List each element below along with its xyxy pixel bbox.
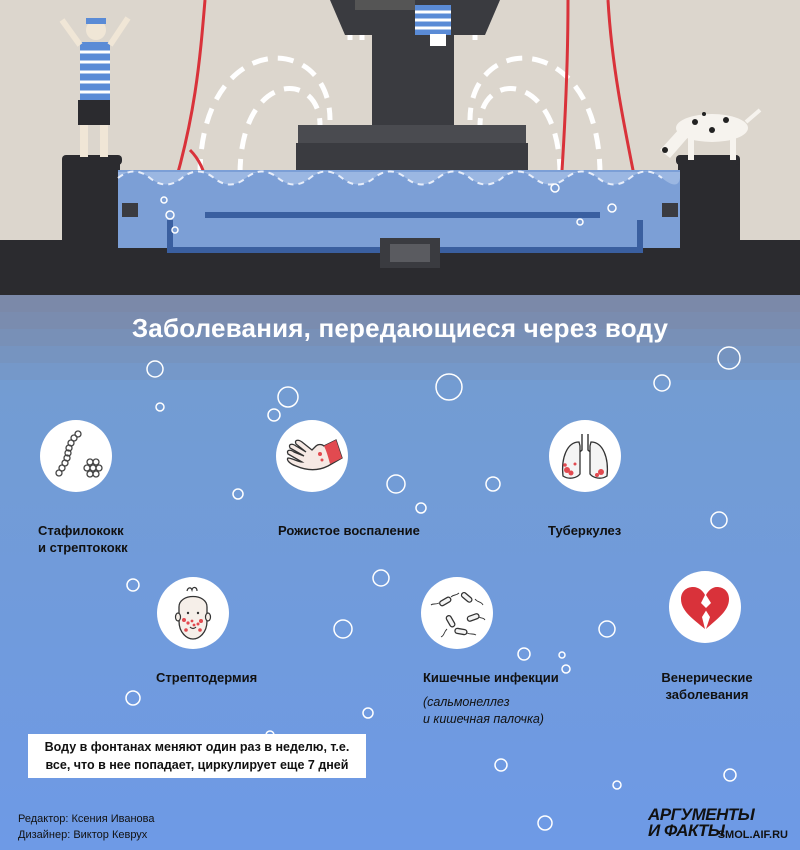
- editor-credit: Редактор: Ксения Иванова: [18, 813, 155, 825]
- band-5: [0, 363, 800, 380]
- disease-note: (сальмонеллез и кишечная палочка): [423, 694, 544, 728]
- disease-name: Стрептодермия: [156, 670, 258, 685]
- water-fact-box: Воду в фонтанах меняют один раз в неделю…: [28, 734, 366, 778]
- broken-heart-icon: [681, 587, 729, 629]
- band-1: [0, 295, 800, 312]
- dalmatian-dog-icon: [660, 108, 762, 160]
- band-4: [0, 346, 800, 363]
- disease-name: Венерические заболевания: [661, 670, 753, 702]
- lungs-icon: [561, 434, 609, 479]
- child-on-fountain-icon: [415, 5, 451, 46]
- disease-name: Стафилококк и стрептококк: [38, 523, 128, 555]
- band-3: [0, 329, 800, 346]
- disease-label: Венерические заболевания: [660, 669, 754, 703]
- disease-name: Рожистое воспаление: [278, 523, 420, 538]
- disease-name: Туберкулез: [548, 523, 622, 538]
- designer-credit: Дизайнер: Виктор Кеврух: [18, 829, 148, 841]
- water-fact-text: Воду в фонтанах меняют один раз в неделю…: [44, 740, 350, 772]
- intestinal-bacteria-icon: [430, 591, 486, 638]
- disease-label: Стрептодермия: [156, 669, 257, 686]
- logo-url[interactable]: SMOL.AIF.RU: [717, 829, 788, 841]
- credits: Редактор: Ксения Иванова Дизайнер: Викто…: [18, 811, 155, 843]
- disease-note-text: (сальмонеллез и кишечная палочка): [423, 695, 544, 726]
- band-2: [0, 312, 800, 329]
- fountain-illustration: [0, 0, 800, 300]
- page-title: Заболевания, передающиеся через воду: [131, 313, 669, 343]
- bacteria-chain-icon: [55, 430, 103, 478]
- disease-label: Туберкулез: [548, 522, 621, 539]
- disease-name: Кишечные инфекции: [423, 670, 559, 685]
- inflamed-hand-icon: [286, 439, 343, 471]
- aif-logo[interactable]: АРГУМЕНТЫ И ФАКТЫ SMOL.AIF.RU: [640, 805, 792, 843]
- logo-brand: АРГУМЕНТЫ И ФАКТЫ: [648, 805, 755, 840]
- disease-icon-card: [276, 420, 348, 492]
- disease-label: Кишечные инфекции: [423, 669, 559, 686]
- boy-swimmer-icon: [59, 16, 131, 157]
- disease-icon-card: [669, 571, 741, 643]
- disease-icon-card: [549, 420, 621, 492]
- disease-icon-card: [40, 420, 112, 492]
- disease-label: Рожистое воспаление: [278, 522, 420, 539]
- bubbles-decoration: [125, 346, 741, 831]
- disease-label: Стафилококк и стрептококк: [38, 522, 128, 556]
- disease-icon-card: [157, 577, 229, 649]
- rash-face-icon: [174, 586, 212, 640]
- disease-icon-card: [421, 577, 493, 649]
- pool-water-icon: [118, 170, 680, 248]
